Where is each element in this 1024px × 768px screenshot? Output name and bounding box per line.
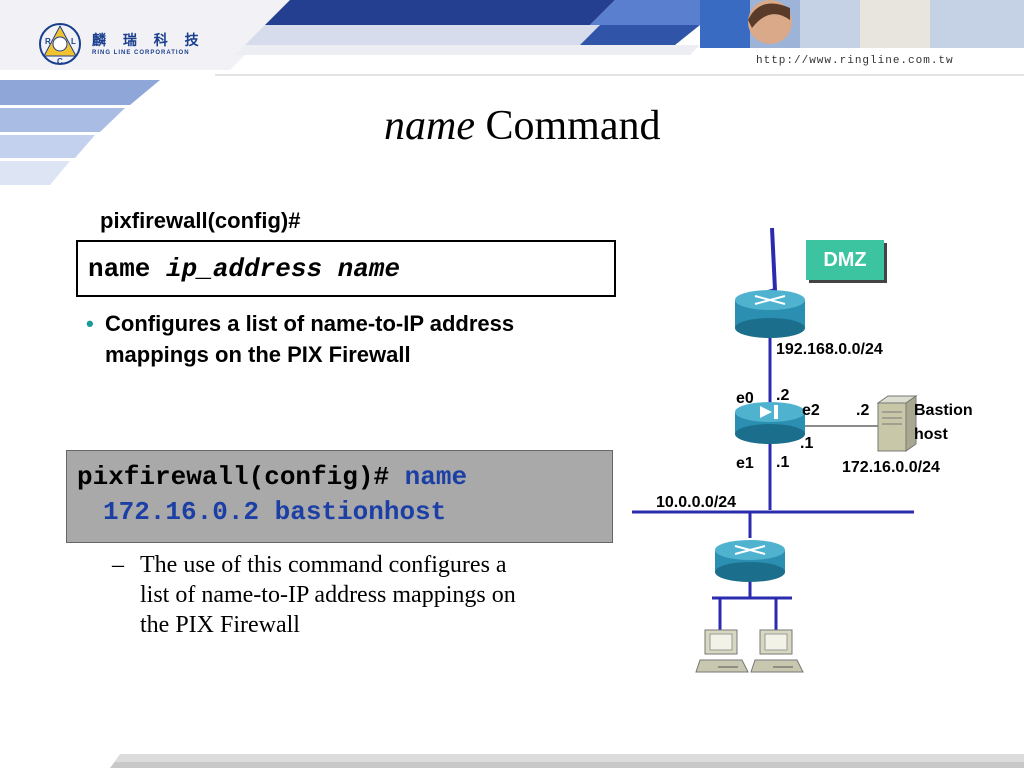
syntax-text: name ip_address name: [88, 254, 400, 284]
label-net-inside: 10.0.0.0/24: [656, 494, 737, 511]
example-cmd-1: name: [404, 462, 468, 492]
company-url: http://www.ringline.com.tw: [756, 55, 954, 67]
label-e2: e2: [802, 402, 820, 419]
company-logo: R L C: [39, 23, 81, 66]
footer-decoration: [110, 754, 1024, 768]
label-bastion-2: host: [914, 426, 948, 443]
label-e0-addr: .2: [776, 387, 790, 404]
sub-bullet: – The use of this command configures a l…: [112, 550, 532, 640]
logo-letter-c: C: [57, 57, 63, 66]
bullet-text: Configures a list of name-to-IP address …: [105, 311, 515, 367]
dmz-badge: DMZ: [806, 240, 884, 280]
title-rest: Command: [474, 103, 661, 149]
example-box: pixfirewall(config)# name 172.16.0.2 bas…: [66, 450, 613, 543]
label-net-top: 192.168.0.0/24: [776, 341, 883, 358]
label-e1-addr: .1: [776, 454, 790, 471]
header-decoration: [0, 0, 1024, 185]
router-icon: [735, 290, 805, 338]
bullet-dot: •: [86, 311, 94, 336]
workstation-icon: [695, 629, 749, 673]
label-e0: e0: [736, 390, 754, 407]
title-italic: name: [384, 103, 475, 149]
firewall-icon: [735, 402, 805, 444]
workstation-icon: [750, 629, 804, 673]
server-icon: [876, 395, 918, 452]
company-name: 麟 瑞 科 技: [92, 33, 205, 49]
logo-letter-r: R: [45, 37, 51, 46]
example-prompt: pixfirewall(config)#: [77, 462, 405, 492]
syntax-box: name ip_address name: [76, 240, 616, 297]
bullet-item: • Configures a list of name-to-IP addres…: [86, 308, 526, 370]
prompt-label: pixfirewall(config)#: [100, 208, 301, 233]
label-bastion-addr: .2: [856, 402, 870, 419]
syntax-args: ip_address name: [166, 254, 401, 284]
page-title: name Command: [384, 102, 660, 150]
label-bastion-1: Bastion: [914, 402, 973, 419]
label-net-dmz: 172.16.0.0/24: [842, 459, 940, 476]
network-diagram: [632, 227, 918, 673]
label-e1: e1: [736, 455, 754, 472]
inside-router-icon: [715, 540, 785, 582]
company-subtitle: RING LINE CORPORATION: [92, 50, 190, 56]
syntax-keyword: name: [88, 254, 167, 284]
sub-bullet-text: The use of this command configures a lis…: [140, 552, 516, 638]
sub-bullet-dash: –: [112, 552, 124, 578]
example-text: pixfirewall(config)# name 172.16.0.2 bas…: [77, 460, 607, 530]
logo-letter-l: L: [71, 37, 76, 46]
label-e2-addr: .1: [800, 435, 814, 452]
example-cmd-2: 172.16.0.2 bastionhost: [103, 497, 447, 527]
